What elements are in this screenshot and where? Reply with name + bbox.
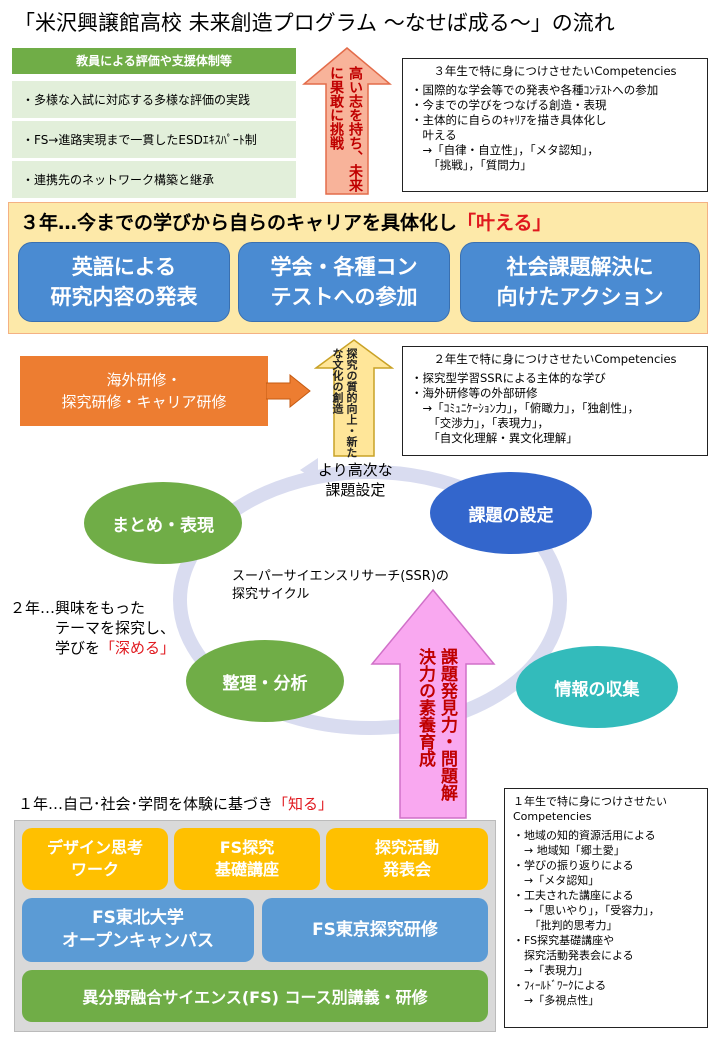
- competency-line: 「批判的思考力」: [513, 919, 618, 932]
- competencies-year1-box: １年生で特に身につけさせたい Competencies ・地域の知的資源活用によ…: [504, 788, 708, 1028]
- teacher-panel-item: ・FS→進路実現まで一貫したESDｴｷｽﾊﾟｰﾄ制: [12, 120, 296, 158]
- activity-fs-lectures: 異分野融合サイエンス(FS) コース別講義・研修: [22, 970, 488, 1022]
- activity-fs-basic-course: FS探究 基礎講座: [174, 828, 320, 890]
- arrow-top-text: 高い志を持ち、未来に果敢に挑戦: [328, 66, 363, 192]
- year2-text: ２年…興味をもった テーマを探究し、 学びを「深める」: [10, 598, 175, 658]
- arrow-up-top: [302, 47, 392, 195]
- year2-prefix: ２年…興味をもった テーマを探究し、 学びを: [10, 599, 176, 657]
- node-organize-analyze: 整理・分析: [186, 640, 344, 722]
- competencies-year3-box: ３年生で特に身につけさせたいCompetencies ・国際的な学会等での発表や…: [402, 58, 708, 192]
- year1-prefix: １年…自己･社会･学問を体験に基づき: [18, 795, 274, 813]
- year3-button-social-action: 社会課題解決に 向けたアクション: [460, 242, 700, 322]
- activity-presentation-meeting: 探究活動 発表会: [326, 828, 488, 890]
- year3-title-emph: 「叶える」: [457, 212, 552, 234]
- competency-line: ・今までの学びをつなげる創造・表現: [411, 98, 607, 112]
- competency-line: →「ｺﾐｭﾆｹｰｼｮﾝ力」，「俯瞰力」，「独創性」，: [411, 401, 640, 415]
- arrow-up-middle: [314, 339, 394, 457]
- competency-line: →「自律・自立性」，「メタ認知」，: [411, 143, 599, 157]
- arrow-up-bottom: [370, 588, 496, 819]
- year3-title-prefix: ３年…今までの学びから自らのキャリアを具体化し: [20, 212, 458, 234]
- higher-level-goal-text: より高次な 課題設定: [318, 461, 393, 499]
- teacher-panel-heading: 教員による評価や支援体制等: [12, 48, 296, 74]
- arrow-right-icon: [266, 374, 311, 408]
- competencies-year1-title: １年生で特に身につけさせたい Competencies: [513, 795, 667, 823]
- year2-emph: 「深める」: [100, 639, 176, 657]
- competency-line: ・海外研修等の外部研修: [411, 386, 538, 400]
- competencies-year2-box: ２年生で特に身につけさせたいCompetencies ・探究型学習SSRによる主…: [402, 346, 708, 456]
- year3-button-english-presentation: 英語による 研究内容の発表: [18, 242, 230, 322]
- node-information-gathering: 情報の収集: [516, 646, 678, 728]
- page-title: 「米沢興譲館高校 未来創造プログラム 〜なせば成る〜」の流れ: [14, 11, 615, 35]
- competency-line: → 地域知「郷土愛」: [513, 844, 625, 857]
- competency-line: →「思いやり」，「受容力」，: [513, 904, 660, 917]
- activity-tokyo-training: FS東京探究研修: [262, 898, 488, 962]
- competency-line: ・地域の知的資源活用による: [513, 829, 656, 842]
- competency-line: ・探究型学習SSRによる主体的な学び: [411, 371, 606, 385]
- node-problem-setting: 課題の設定: [430, 472, 592, 554]
- competency-line: ・国際的な学会等での発表や各種ｺﾝﾃｽﾄへの参加: [411, 83, 659, 97]
- competency-line: ・FS探究基礎講座や: [513, 934, 615, 947]
- year1-emph: 「知る」: [273, 795, 334, 813]
- node-summary-expression: まとめ・表現: [84, 482, 242, 564]
- ssr-cycle-center-text: スーパーサイエンスリサーチ(SSR)の 探究サイクル: [232, 569, 449, 602]
- arrow-middle-text: 探究の質的向上・新たな文化の創造: [331, 348, 358, 458]
- competency-line: 探究活動発表会による: [513, 949, 634, 962]
- ssr-cycle-ring: [173, 458, 567, 735]
- activity-design-thinking: デザイン思考 ワーク: [22, 828, 168, 890]
- activity-tohoku-open-campus: FS東北大学 オープンキャンパス: [22, 898, 254, 962]
- competency-line: 「挑戦」，「質問力」: [411, 158, 532, 172]
- competency-line: ・学びの振り返りによる: [513, 859, 634, 872]
- competency-line: →「多視点性」: [513, 994, 600, 1007]
- overseas-training-box: 海外研修・ 探究研修・キャリア研修: [20, 356, 268, 426]
- competency-line: 「自文化理解・異文化理解」: [411, 431, 578, 445]
- competency-line: ・主体的に自らのｷｬﾘｱを描き具体化し: [411, 113, 607, 127]
- competencies-year2-title: ２年生で特に身につけさせたいCompetencies: [433, 352, 677, 366]
- teacher-panel-item: ・連携先のネットワーク構築と継承: [12, 160, 296, 198]
- competencies-year3-title: ３年生で特に身につけさせたいCompetencies: [433, 64, 677, 78]
- competency-line: →「メタ認知」: [513, 874, 600, 887]
- year1-text: １年…自己･社会･学問を体験に基づき「知る」: [18, 794, 333, 814]
- year3-button-contest: 学会・各種コン テストへの参加: [238, 242, 450, 322]
- arrow-bottom-text: 課題発見力・問題解決力の素養育成: [415, 648, 457, 801]
- teacher-panel-item: ・多様な入試に対応する多様な評価の実践: [12, 80, 296, 118]
- competency-line: ・ﾌｨｰﾙﾄﾞﾜｰｸによる: [513, 979, 607, 992]
- competency-line: →「表現力」: [513, 964, 589, 977]
- competency-line: ・工夫された講座による: [513, 889, 634, 902]
- year3-title: ３年…今までの学びから自らのキャリアを具体化し「叶える」: [20, 206, 700, 240]
- competency-line: 叶える: [411, 128, 457, 142]
- competency-line: 「交渉力」，「表現力」，: [411, 416, 549, 430]
